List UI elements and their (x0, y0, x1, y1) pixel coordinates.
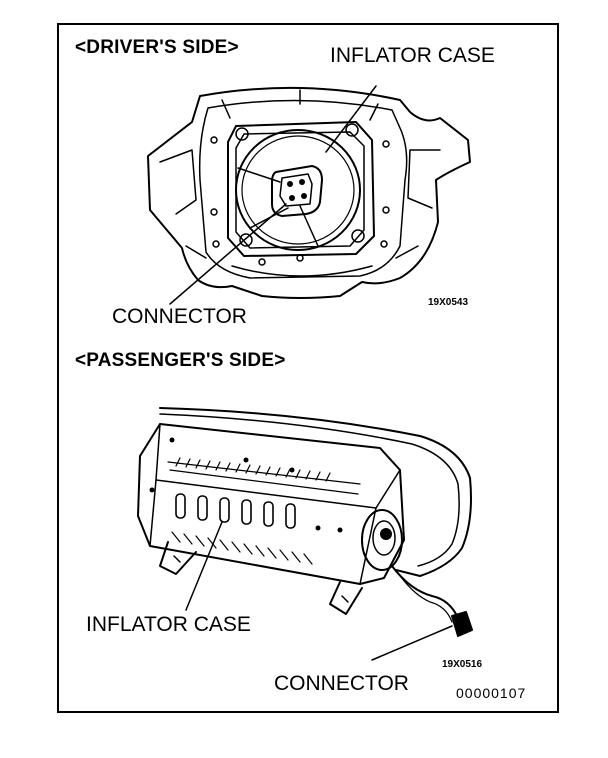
diagram-frame (57, 23, 559, 713)
passenger-inflator-leader (185, 521, 223, 611)
passenger-connector-leader (371, 625, 453, 661)
driver-connector-label: CONNECTOR (112, 305, 247, 328)
passenger-vent-slots (175, 493, 296, 529)
passenger-housing (137, 423, 405, 585)
driver-figure-code: 19X0543 (428, 297, 469, 308)
passenger-connector (451, 611, 473, 637)
driver-inflator-label: INFLATOR CASE (330, 44, 495, 67)
driver-airbag-module (147, 86, 471, 299)
document-number: 00000107 (456, 685, 527, 701)
passenger-connector-label: CONNECTOR (274, 672, 409, 695)
driver-side-heading: <DRIVER'S SIDE> (75, 37, 239, 58)
driver-connector (271, 165, 323, 217)
passenger-airbag-module (137, 407, 473, 637)
passenger-side-heading: <PASSENGER'S SIDE> (75, 350, 286, 371)
passenger-figure-code: 19X0516 (442, 659, 483, 670)
passenger-cover (159, 407, 472, 577)
steering-pad-outline (147, 86, 471, 299)
driver-mounting-plate (227, 121, 375, 257)
passenger-bracket-right (329, 581, 363, 615)
passenger-inflator-label: INFLATOR CASE (86, 613, 251, 636)
driver-inflator-case (235, 129, 361, 251)
passenger-bracket-left (159, 541, 197, 575)
passenger-cable (391, 565, 459, 619)
driver-connector-leader (169, 203, 287, 305)
driver-inflator-leader (325, 85, 377, 153)
driver-bolt-holes (210, 123, 390, 266)
passenger-inflator-end (361, 509, 403, 571)
